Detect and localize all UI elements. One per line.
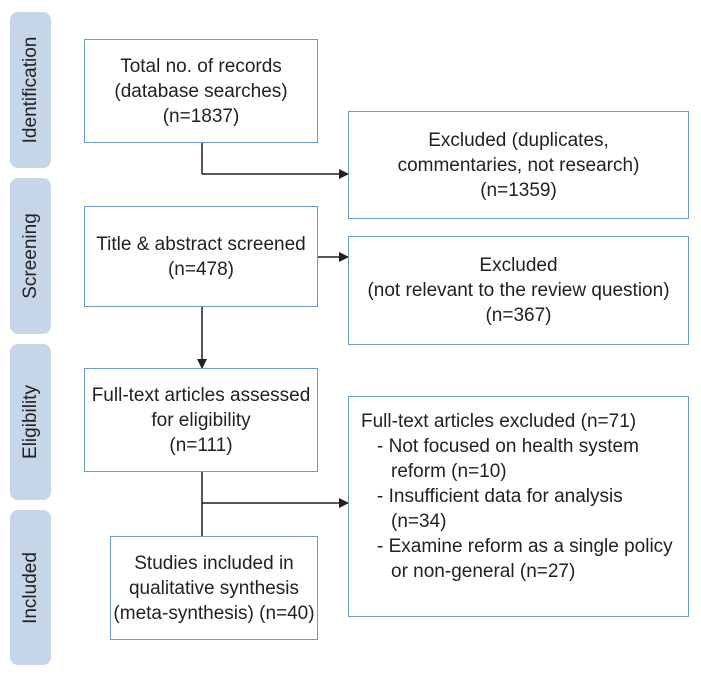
excluded-irrelevant-line-2: (not relevant to the review question) [367,280,670,301]
phase-eligibility: Eligibility [10,344,51,500]
full-text-line-1: Full-text articles assessed [91,384,311,406]
full-text-assessed-box: Full-text articles assessed for eligibil… [84,368,318,472]
records-identified-box: Total no. of records (database searches)… [84,39,318,143]
exclusion-reason-2-cont: (n=34) [391,511,447,532]
included-line-2: qualitative synthesis [128,577,300,599]
full-text-line-2: for eligibility [151,409,251,431]
records-line-1: Total no. of records [120,55,282,77]
screened-count: (n=478) [167,258,235,280]
records-count: (n=1837) [162,105,240,127]
excluded-duplicates-box: Excluded (duplicates, commentaries, not … [348,111,689,219]
full-text-excluded-box: Full-text articles excluded (n=71) - Not… [348,396,689,617]
excluded-duplicates-count: (n=1359) [480,179,557,201]
excluded-irrelevant-line-1: Excluded [479,255,558,276]
exclusion-reason-1-cont: reform (n=10) [391,461,507,482]
screened-line-1: Title & abstract screened [96,233,306,255]
included-line-1: Studies included in [134,552,294,574]
phase-identification: Identification [10,12,51,168]
studies-included-box: Studies included in qualitative synthesi… [110,536,318,640]
exclusion-reason-2: - Insufficient data for analysis [377,486,623,507]
excluded-irrelevant-count: (n=367) [485,305,552,326]
full-text-excluded-heading: Full-text articles excluded (n=71) [361,411,637,432]
excluded-irrelevant-box: Excluded (not relevant to the review que… [348,236,689,345]
full-text-count: (n=111) [169,434,233,456]
exclusion-reason-3: - Examine reform as a single policy [377,536,673,557]
excluded-duplicates-line-1: Excluded (duplicates, [428,129,609,151]
included-count: (meta-synthesis) (n=40) [113,602,315,624]
phase-included: Included [10,510,51,665]
phase-screening: Screening [10,178,51,334]
exclusion-reason-1: - Not focused on health system [377,436,639,457]
screened-box: Title & abstract screened (n=478) [84,206,318,307]
excluded-duplicates-line-2: commentaries, not research) [397,154,640,176]
records-line-2: (database searches) [114,80,288,102]
exclusion-reason-3-cont: or non-general (n=27) [391,561,576,582]
